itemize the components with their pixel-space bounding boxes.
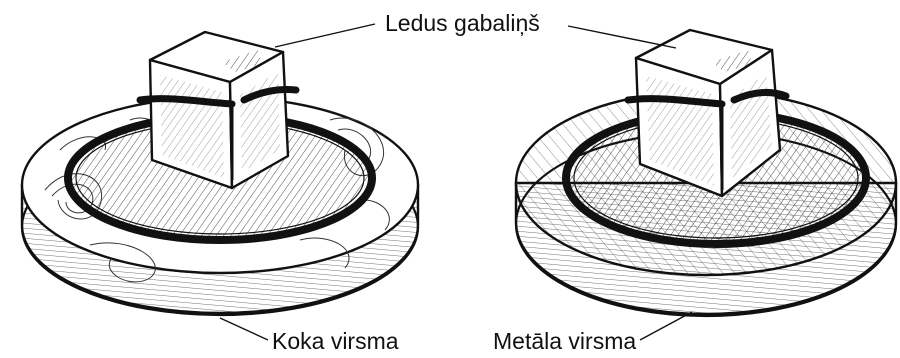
wood-surface-label: Koka virsma (272, 330, 399, 353)
leader-wood (220, 318, 268, 340)
leader-metal (640, 312, 692, 340)
metal-surface-label: Metāla virsma (493, 330, 636, 353)
leader-ice-left (275, 24, 375, 47)
ice-cube-label: Ledus gabaliņš (385, 12, 540, 35)
leader-ice-right (568, 26, 676, 48)
ice-cube-left (140, 32, 296, 188)
